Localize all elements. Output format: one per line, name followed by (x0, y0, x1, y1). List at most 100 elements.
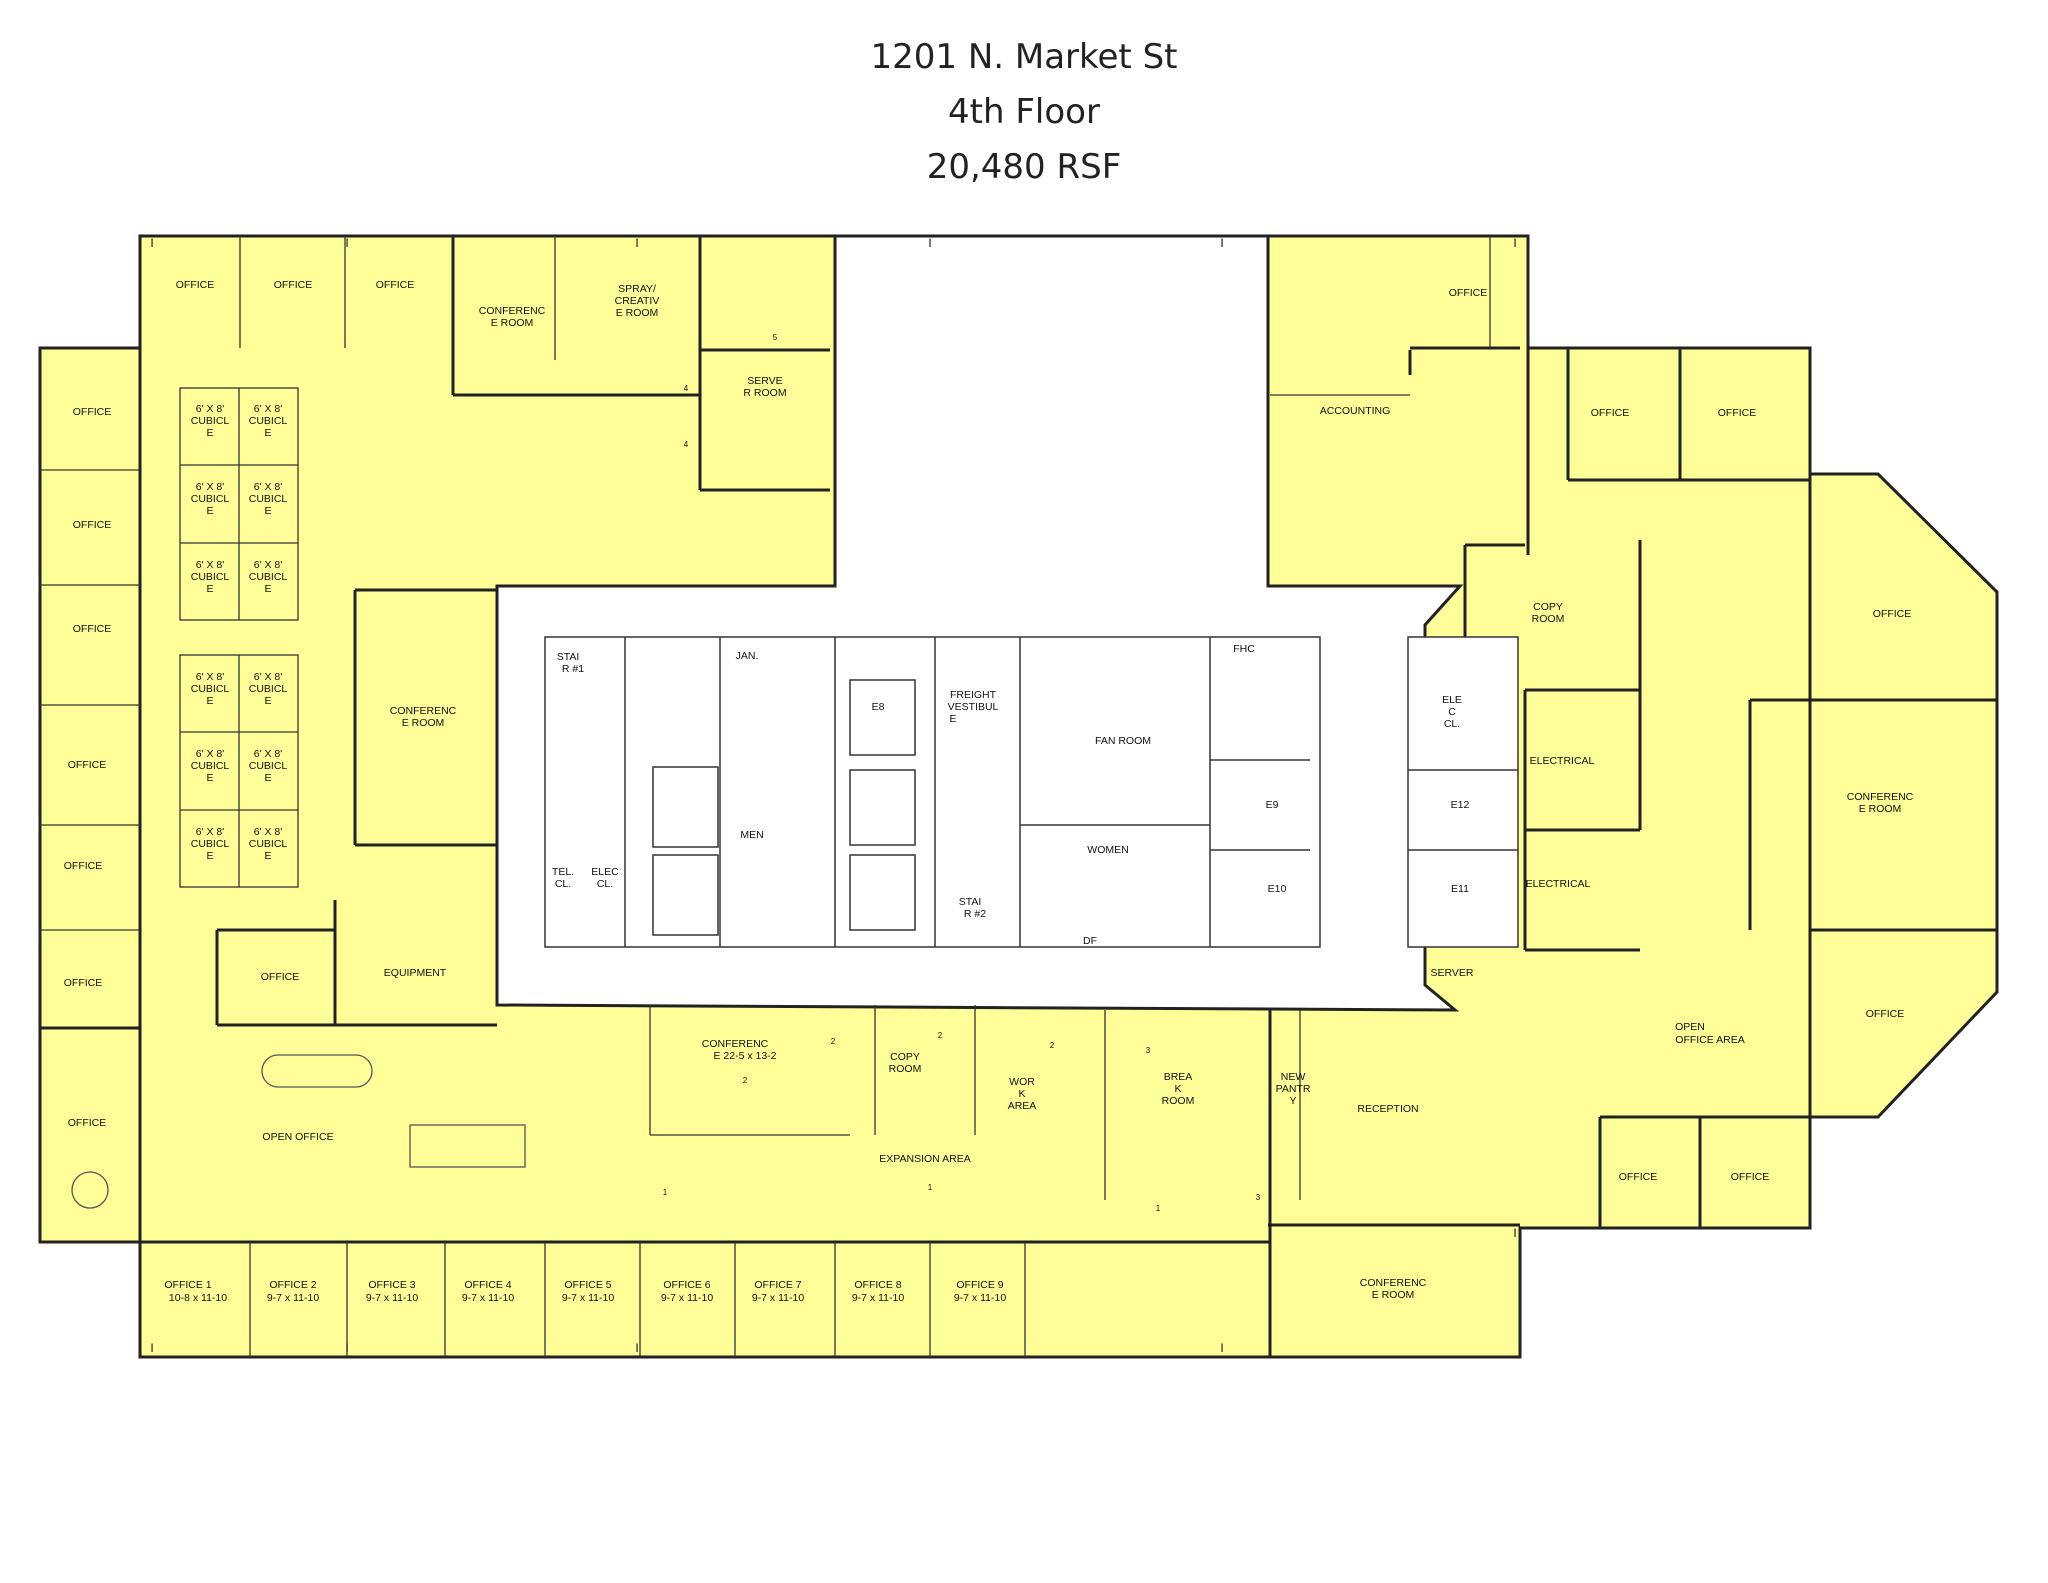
core-women: WOMEN (1087, 844, 1128, 856)
room-conference-bottom-a: CONFERENC (702, 1038, 769, 1050)
core-stair1-b: R #1 (562, 663, 584, 675)
cubicle-grid-lower (179, 654, 299, 888)
core-fhc: FHC (1233, 643, 1255, 655)
cubicle-8-b: CUBICL (249, 683, 288, 695)
cubicle-1-c: E (206, 427, 213, 439)
room-conference-wing-a: CONFERENC (1847, 791, 1914, 803)
cubicle-10-a: 6' X 8' (254, 748, 283, 760)
room-office-left-7: OFFICE (68, 1117, 107, 1129)
room-copy-bottom-b: ROOM (889, 1063, 922, 1075)
office-7-name: OFFICE 7 (754, 1279, 801, 1291)
room-conference-wing-b: E ROOM (1859, 803, 1902, 815)
cubicle-6-b: CUBICL (249, 571, 288, 583)
core-stair1-a: STAI (557, 651, 580, 663)
room-office-br2: OFFICE (1731, 1171, 1770, 1183)
office-6-dim: 9-7 x 11-10 (661, 1292, 713, 1304)
office-2-dim: 9-7 x 11-10 (267, 1292, 319, 1304)
cubicle-12-b: CUBICL (249, 838, 288, 850)
column-marker-icon: I (1220, 236, 1223, 250)
office-5-dim: 9-7 x 11-10 (562, 1292, 614, 1304)
core-elec-right-a: ELE (1442, 694, 1462, 706)
cubicle-4-c: E (264, 505, 271, 517)
office-9-dim: 9-7 x 11-10 (954, 1292, 1006, 1304)
column-marker-icon: I (150, 1341, 153, 1355)
room-labels: OFFICE OFFICE OFFICE CONFERENC E ROOM SP… (64, 279, 1914, 1304)
core-tel-a: TEL. (552, 866, 574, 878)
keynote-marker: 2 (1050, 1041, 1055, 1050)
cubicle-12-c: E (264, 850, 271, 862)
core-e12: E12 (1451, 799, 1470, 811)
room-office-left-6: OFFICE (64, 977, 103, 989)
keynote-marker: 5 (773, 333, 778, 342)
room-office-right-top: OFFICE (1449, 287, 1488, 299)
column-marker-icon: I (1513, 1226, 1516, 1240)
room-office-top-3: OFFICE (376, 279, 415, 291)
cubicle-11-b: CUBICL (191, 838, 230, 850)
column-marker-icon: I (150, 236, 153, 250)
cubicle-9-c: E (206, 772, 213, 784)
cubicle-8-c: E (264, 695, 271, 707)
room-break-b: K (1174, 1083, 1181, 1095)
core-tel-b: CL. (555, 878, 571, 890)
core-men: MEN (740, 829, 763, 841)
room-server-b: R ROOM (743, 387, 786, 399)
room-conference-left-b: E ROOM (402, 717, 445, 729)
keynote-marker: 3 (1256, 1193, 1261, 1202)
room-office-top-1: OFFICE (176, 279, 215, 291)
core-elec-right-c: CL. (1444, 718, 1460, 730)
cubicle-8-a: 6' X 8' (254, 671, 283, 683)
room-electrical-2: ELECTRICAL (1526, 878, 1591, 890)
room-copy-bottom-a: COPY (890, 1051, 920, 1063)
keynote-marker: 4 (684, 440, 689, 449)
room-office-wing-2: OFFICE (1866, 1008, 1905, 1020)
room-office-mid: OFFICE (261, 971, 300, 983)
core-e8: E8 (872, 701, 885, 713)
keynote-marker: 1 (928, 1183, 933, 1192)
room-copy-right-b: ROOM (1532, 613, 1565, 625)
room-office-br1: OFFICE (1619, 1171, 1658, 1183)
core-e11: E11 (1451, 883, 1469, 895)
room-open-office: OPEN OFFICE (262, 1131, 333, 1143)
floor-plan-title: 1201 N. Market St 4th Floor 20,480 RSF (0, 30, 2048, 195)
office-7-dim: 9-7 x 11-10 (752, 1292, 804, 1304)
core-stair2-a: STAI (959, 896, 982, 908)
floor-text: 4th Floor (948, 92, 1100, 132)
keynote-markers: 5 4 4 2 2 2 2 3 1 1 1 3 (663, 333, 1261, 1213)
room-copy-right-a: COPY (1533, 601, 1563, 613)
room-conference-top-b: E ROOM (491, 317, 534, 329)
core-jan: JAN. (736, 650, 759, 662)
office-8-name: OFFICE 8 (854, 1279, 901, 1291)
cubicle-3-a: 6' X 8' (196, 481, 225, 493)
cubicle-7-a: 6' X 8' (196, 671, 225, 683)
office-6-name: OFFICE 6 (663, 1279, 710, 1291)
cubicle-3-b: CUBICL (191, 493, 230, 505)
office-5-name: OFFICE 5 (564, 1279, 611, 1291)
room-conference-br-a: CONFERENC (1360, 1277, 1427, 1289)
cubicle-2-a: 6' X 8' (254, 403, 283, 415)
core-freight-c: E (949, 713, 956, 725)
column-markers: I I I I I I I I I I I (150, 236, 1516, 1355)
room-office-left-5: OFFICE (64, 860, 103, 872)
cubicle-9-a: 6' X 8' (196, 748, 225, 760)
room-office-left-1: OFFICE (73, 406, 112, 418)
cubicle-5-b: CUBICL (191, 571, 230, 583)
column-marker-icon: I (1513, 236, 1516, 250)
room-electrical-1: ELECTRICAL (1530, 755, 1595, 767)
address-text: 1201 N. Market St (870, 37, 1178, 77)
room-pantry-a: NEW (1281, 1071, 1306, 1083)
room-spray-c: E ROOM (616, 307, 659, 319)
column-marker-icon: I (928, 236, 931, 250)
core-elec-right-b: C (1448, 706, 1456, 718)
cubicle-6-c: E (264, 583, 271, 595)
cubicle-4-a: 6' X 8' (254, 481, 283, 493)
room-server-right: SERVER (1431, 967, 1474, 979)
cubicle-4-b: CUBICL (249, 493, 288, 505)
office-2-name: OFFICE 2 (269, 1279, 316, 1291)
partitions (40, 236, 1491, 1357)
office-9-name: OFFICE 9 (956, 1279, 1003, 1291)
keynote-marker: 4 (684, 384, 689, 393)
cubicle-5-a: 6' X 8' (196, 559, 225, 571)
office-8-dim: 9-7 x 11-10 (852, 1292, 904, 1304)
room-reception: RECEPTION (1357, 1103, 1418, 1115)
